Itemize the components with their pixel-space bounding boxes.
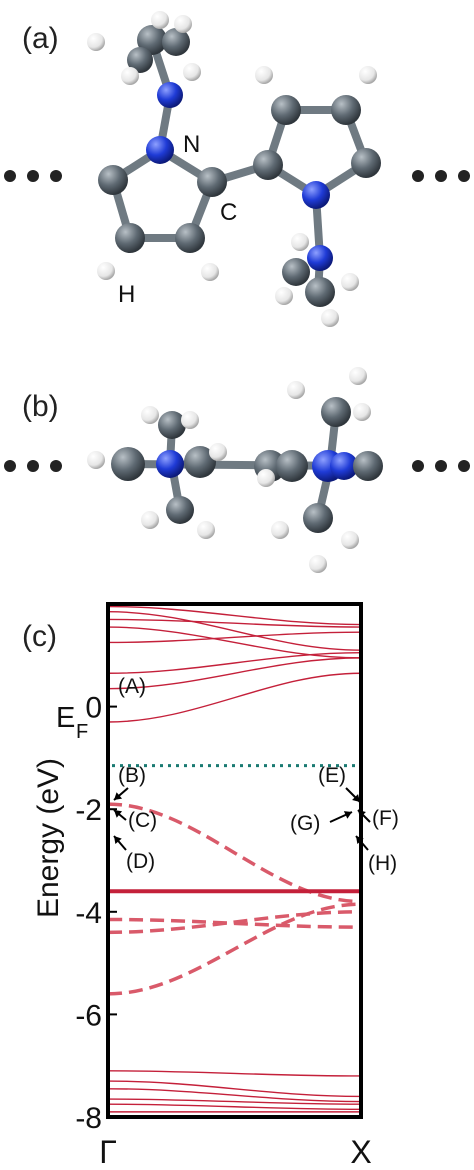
fermi-level-label: E F <box>56 702 88 743</box>
annotation-label-4: (E) <box>318 764 346 787</box>
fermi-label-subscript: F <box>76 721 88 743</box>
atom-label-carbon: C <box>220 199 237 226</box>
band-annotations: (A) (B) (C) (D) (E) (F) (G) (H) <box>113 675 399 875</box>
chain-dots-left <box>4 170 62 182</box>
y-tick-label-1: -2 <box>75 794 102 827</box>
panel-a-label: (a) <box>22 22 59 55</box>
conduction-band-6 <box>107 657 362 690</box>
conduction-band-2 <box>107 618 362 628</box>
atoms-a <box>87 11 381 327</box>
annotation-label-3: (D) <box>126 850 155 873</box>
low-band-0 <box>107 1070 362 1077</box>
conduction-band-3 <box>107 626 362 659</box>
annotation-arrowhead-3 <box>114 836 122 845</box>
y-tick-label-0: 0 <box>85 692 102 725</box>
dashed-band-0 <box>107 802 362 904</box>
conduction-band-4 <box>107 631 362 644</box>
atom-label-nitrogen: N <box>183 131 200 158</box>
y-tick-label-3: -6 <box>75 999 102 1032</box>
chain-dots-left-b <box>4 460 62 472</box>
annotation-label-7: (H) <box>368 852 397 875</box>
annotation-arrowhead-7 <box>356 836 364 845</box>
annotation-label-1: (B) <box>118 764 146 787</box>
dashed-band-2 <box>107 910 362 935</box>
annotation-label-0: (A) <box>118 675 146 698</box>
annotation-label-6: (G) <box>290 812 320 835</box>
conduction-band-0 <box>107 605 362 626</box>
conduction-band-7 <box>107 672 362 723</box>
bands <box>107 605 362 1113</box>
atoms-b <box>87 367 383 573</box>
low-band-4 <box>107 1103 362 1111</box>
annotation-arrowhead-4 <box>352 794 360 802</box>
x-tick-label-0: Γ <box>99 1134 117 1170</box>
annotation-arrowhead-2 <box>114 810 123 818</box>
y-tick-label-4: -8 <box>75 1102 102 1135</box>
panel-a: (a) <box>4 11 470 327</box>
conduction-band-5 <box>107 652 362 674</box>
low-band-1 <box>107 1080 362 1098</box>
conduction-band-1 <box>107 610 362 651</box>
panel-b-label: (b) <box>22 390 59 423</box>
chain-dots-right-b <box>412 460 470 472</box>
annotation-arrowhead-6 <box>343 811 352 819</box>
chain-dots-right <box>412 170 470 182</box>
annotation-arrowhead-1 <box>114 792 123 800</box>
y-tick-label-2: -4 <box>75 897 102 930</box>
low-band-2 <box>107 1088 362 1103</box>
annotation-label-5: (F) <box>372 807 399 830</box>
x-tick-label-1: X <box>350 1134 371 1170</box>
panel-c-label: (c) <box>22 620 57 653</box>
low-band-3 <box>107 1098 362 1105</box>
fermi-label-e: E <box>56 702 75 734</box>
y-axis-label: Energy (eV) <box>32 758 65 918</box>
plot-frame <box>106 602 363 1119</box>
panel-b: (b) <box>4 367 470 573</box>
dashed-band-3 <box>107 902 362 996</box>
annotation-arrowhead-5 <box>358 810 366 818</box>
y-axis-ticks: 0 -2 -4 -6 -8 <box>75 692 117 1135</box>
annotation-label-2: (C) <box>128 809 157 832</box>
atom-label-hydrogen: H <box>118 281 135 308</box>
